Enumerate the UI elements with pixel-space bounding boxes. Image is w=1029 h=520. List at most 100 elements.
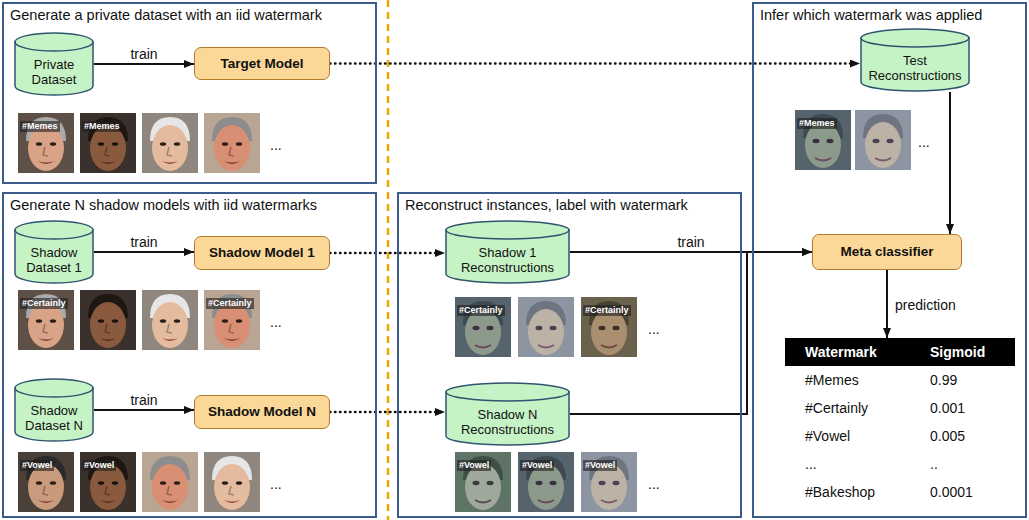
watermark-tag: #Memes bbox=[20, 121, 60, 132]
label-anchor: ... bbox=[270, 136, 282, 154]
watermark-tag: #Certainly bbox=[20, 298, 68, 309]
panel-title: Infer which watermark was applied bbox=[760, 7, 982, 23]
cylinder-top bbox=[446, 221, 569, 239]
watermark-tag: #Vowel bbox=[520, 460, 554, 471]
face-photo bbox=[80, 113, 136, 173]
label-anchor: train bbox=[128, 391, 159, 409]
reconstruction-image bbox=[581, 452, 637, 512]
watermark-tag: #Vowel bbox=[20, 460, 54, 471]
cylinder-top bbox=[861, 29, 969, 47]
label-wrap: Test Reconstructions bbox=[863, 49, 967, 89]
watermark-tag: #Certainly bbox=[457, 305, 505, 316]
label-anchor: #Certainly bbox=[583, 299, 631, 317]
face-photo bbox=[204, 452, 260, 512]
table-cell: #Vowel bbox=[785, 422, 910, 450]
dataset-cylinder: Shadow 1 Reconstructions bbox=[445, 220, 570, 284]
label-wrap: Shadow 1 Reconstructions bbox=[448, 241, 567, 281]
edge-label: train bbox=[128, 234, 159, 250]
watermark-tag: #Vowel bbox=[457, 460, 491, 471]
ellipsis: ... bbox=[648, 476, 660, 492]
model-box: Meta classifier bbox=[812, 234, 962, 270]
ellipsis: ... bbox=[270, 314, 282, 330]
label-anchor: ... bbox=[918, 133, 930, 151]
panel-title: Generate a private dataset with an iid w… bbox=[10, 7, 322, 23]
label-anchor: train bbox=[128, 45, 159, 63]
panel-title: Generate N shadow models with iid waterm… bbox=[10, 197, 317, 213]
label-anchor: train bbox=[675, 233, 706, 251]
label-anchor: #Vowel bbox=[457, 454, 491, 472]
edge-label: train bbox=[675, 234, 706, 250]
reconstruction-image bbox=[455, 452, 511, 512]
table-cell: Sigmoid bbox=[910, 338, 1015, 366]
ellipsis: ... bbox=[918, 134, 930, 150]
table-cell: 0.001 bbox=[910, 394, 1015, 422]
dataset-cylinder: Private Dataset bbox=[14, 32, 94, 96]
model-box: Shadow Model 1 bbox=[194, 236, 330, 270]
reconstruction-image bbox=[455, 297, 511, 357]
connector bbox=[570, 252, 812, 414]
connector bbox=[949, 92, 951, 234]
face-photo bbox=[80, 452, 136, 512]
label-anchor: #Memes bbox=[797, 112, 837, 130]
reconstruction-image bbox=[855, 110, 911, 170]
panel-frame: Infer which watermark was appliedTest Re… bbox=[752, 2, 1027, 518]
label-anchor: #Certainly bbox=[457, 299, 505, 317]
face-photo bbox=[204, 113, 260, 173]
dataset-cylinder: Test Reconstructions bbox=[860, 28, 970, 92]
label-anchor: train bbox=[128, 233, 159, 251]
dotted-connector bbox=[330, 411, 445, 414]
face-photo bbox=[204, 290, 260, 350]
label-anchor: ... bbox=[648, 320, 660, 338]
node-label: Test Reconstructions bbox=[863, 54, 967, 84]
label-wrap: Shadow N Reconstructions bbox=[448, 403, 567, 443]
model-box: Target Model bbox=[194, 47, 330, 80]
reconstruction-image bbox=[518, 452, 574, 512]
face-photo bbox=[80, 290, 136, 350]
face-photo bbox=[142, 113, 198, 173]
dataset-cylinder: Shadow N Reconstructions bbox=[445, 382, 570, 446]
node-label: Private Dataset bbox=[17, 58, 91, 88]
table-cell: #Certainly bbox=[785, 394, 910, 422]
label-anchor: prediction bbox=[893, 296, 958, 314]
label-anchor: #Vowel bbox=[520, 454, 554, 472]
edge-label: train bbox=[128, 392, 159, 408]
label-anchor: #Memes bbox=[20, 115, 60, 133]
node-label: Shadow Model N bbox=[208, 404, 316, 420]
cylinder-top bbox=[446, 383, 569, 401]
dataset-cylinder: Shadow Dataset 1 bbox=[14, 220, 94, 284]
reconstruction-image bbox=[795, 110, 851, 170]
watermark-tag: #Vowel bbox=[82, 460, 116, 471]
dotted-connector bbox=[330, 62, 860, 65]
label-anchor: #Vowel bbox=[583, 454, 617, 472]
watermark-tag: #Memes bbox=[82, 121, 122, 132]
model-box: Shadow Model N bbox=[194, 395, 330, 429]
table-cell: .. bbox=[910, 450, 1015, 478]
reconstruction-image bbox=[518, 297, 574, 357]
connector bbox=[886, 270, 888, 338]
reconstruction-image bbox=[581, 297, 637, 357]
cylinder-top bbox=[15, 221, 93, 239]
watermark-tag: #Memes bbox=[797, 118, 837, 129]
face-photo bbox=[142, 452, 198, 512]
ellipsis: ... bbox=[648, 321, 660, 337]
label-anchor: #Memes bbox=[82, 115, 122, 133]
label-anchor: ... bbox=[270, 475, 282, 493]
node-label: Target Model bbox=[220, 56, 303, 72]
edge-label: prediction bbox=[893, 297, 958, 313]
label-wrap: Shadow Dataset N bbox=[17, 399, 91, 439]
node-label: Shadow Dataset 1 bbox=[17, 246, 91, 276]
label-anchor: #Certainly bbox=[20, 292, 68, 310]
dataset-cylinder: Shadow Dataset N bbox=[14, 378, 94, 442]
face-photo bbox=[18, 290, 74, 350]
face-photo bbox=[18, 113, 74, 173]
panel-frame: Generate N shadow models with iid waterm… bbox=[2, 192, 377, 518]
edge-label: train bbox=[128, 46, 159, 62]
watermark-tag: #Certainly bbox=[206, 298, 254, 309]
cylinder-top bbox=[15, 379, 93, 397]
table-cell: ... bbox=[785, 450, 910, 478]
table-cell: 0.005 bbox=[910, 422, 1015, 450]
panel-title: Reconstruct instances, label with waterm… bbox=[405, 197, 688, 213]
node-label: Shadow Dataset N bbox=[17, 404, 91, 434]
